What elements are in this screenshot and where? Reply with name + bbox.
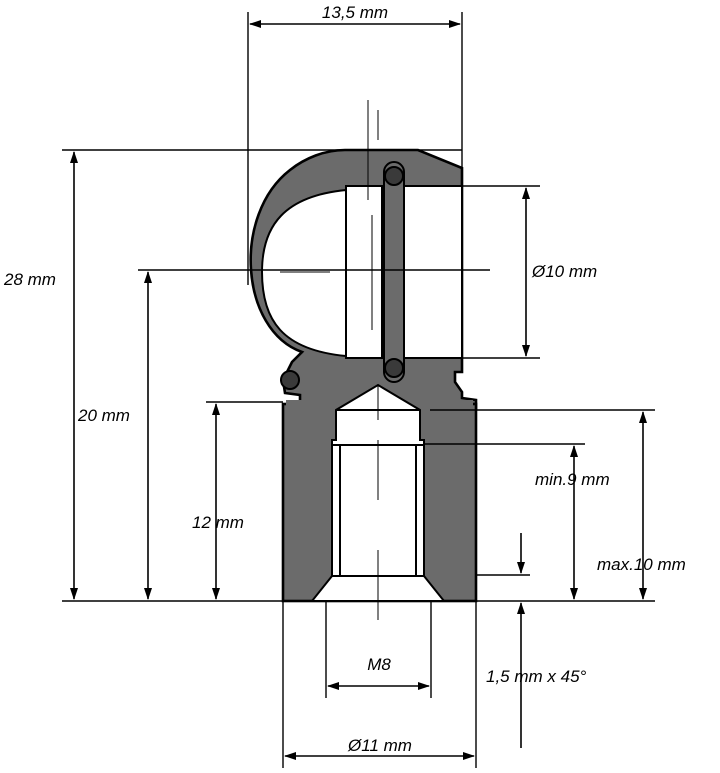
label-shank-diameter: Ø11 mm: [347, 736, 412, 755]
label-bore-diameter: Ø10 mm: [531, 262, 597, 281]
retainer-slot: [383, 161, 405, 383]
label-chamfer: 1,5 mm x 45°: [486, 667, 587, 686]
label-max-thread: max.10 mm: [597, 555, 686, 574]
label-min-thread: min.9 mm: [535, 470, 610, 489]
dimension-labels: 13,5 mm 28 mm 20 mm 12 mm Ø10 mm min.9 m…: [3, 3, 686, 755]
label-height-center: 20 mm: [77, 406, 130, 425]
dimension-lines: [70, 20, 647, 760]
label-width-top: 13,5 mm: [322, 3, 388, 22]
part-body: [249, 148, 478, 603]
ring-cavity: [260, 188, 347, 358]
label-height-total: 28 mm: [3, 270, 56, 289]
retainer-ball-top: [384, 166, 404, 186]
retainer-ball-side: [280, 370, 300, 390]
extension-lines: [62, 12, 655, 768]
retainer-ball-bottom: [384, 358, 404, 378]
label-height-shank: 12 mm: [192, 513, 244, 532]
label-thread: M8: [367, 655, 391, 674]
